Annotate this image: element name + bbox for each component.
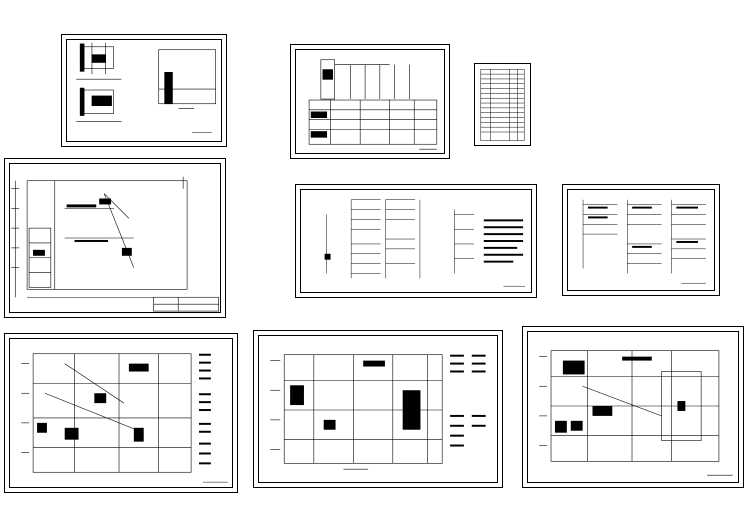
sheet-border [300, 189, 532, 293]
system-diagram-a-drawing [324, 199, 526, 287]
wiring-plan-drawing [11, 176, 219, 312]
floor-plan-lighting-drawing [21, 353, 228, 483]
sheet-system-diagram-a[interactable] [295, 184, 537, 298]
sheet-border [9, 338, 233, 488]
material-table-drawing [480, 69, 525, 141]
sheet-border [295, 49, 445, 154]
distribution-system-drawing [308, 59, 438, 150]
sheet-distribution-system[interactable] [290, 44, 450, 159]
floor-plan-sockets-drawing [270, 354, 486, 470]
sheet-border [258, 335, 498, 483]
sheet-system-diagram-b[interactable] [562, 184, 720, 296]
sheet-border [567, 189, 715, 291]
floor-plan-power-drawing [539, 350, 733, 476]
sheet-border [527, 331, 739, 483]
sheet-border [9, 163, 221, 313]
system-diagram-b-drawing [582, 199, 706, 284]
sheet-border [66, 39, 222, 142]
detail-plans-drawing [76, 42, 217, 133]
sheet-floor-plan-sockets[interactable] [253, 330, 503, 488]
sheet-wiring-plan-1[interactable] [4, 158, 226, 318]
sheet-floor-plan-power[interactable] [522, 326, 744, 488]
sheet-floor-plan-lighting[interactable] [4, 333, 238, 493]
sheet-material-table[interactable] [474, 63, 531, 146]
sheet-detail-plans[interactable] [61, 34, 227, 147]
